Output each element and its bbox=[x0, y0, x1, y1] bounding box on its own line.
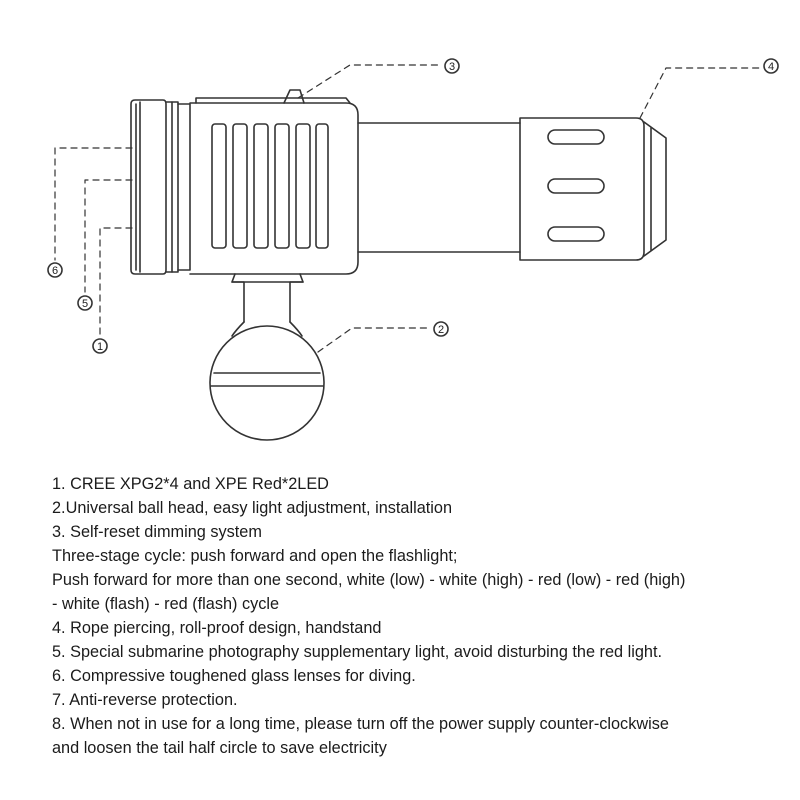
head-body bbox=[189, 89, 359, 275]
feature-line: and loosen the tail half circle to save … bbox=[52, 739, 387, 757]
feature-line: 5. Special submarine photography supplem… bbox=[52, 643, 663, 661]
feature-line: Push forward for more than one second, w… bbox=[52, 571, 686, 589]
feature-line: 4. Rope piercing, roll-proof design, han… bbox=[52, 619, 382, 637]
flashlight-diagram: 3 4 2 6 5 1 bbox=[47, 58, 779, 441]
feature-line: Three-stage cycle: push forward and open… bbox=[52, 547, 458, 565]
feature-line: 2.Universal ball head, easy light adjust… bbox=[52, 499, 453, 517]
callout-circle-6 bbox=[47, 262, 63, 278]
callout-label-4: 4 bbox=[768, 61, 774, 73]
ball-mount bbox=[209, 273, 325, 441]
leader-lines bbox=[54, 64, 761, 353]
feature-line: 3. Self-reset dimming system bbox=[52, 523, 262, 541]
feature-line: 6. Compressive toughened glass lenses fo… bbox=[52, 667, 416, 685]
callout-circle-4 bbox=[763, 58, 779, 74]
callout-circle-3 bbox=[444, 58, 460, 74]
feature-list: 1. CREE XPG2*4 and XPE Red*2LED 2.Univer… bbox=[52, 472, 792, 760]
feature-line: 1. CREE XPG2*4 and XPE Red*2LED bbox=[52, 475, 329, 493]
battery-tube bbox=[357, 122, 521, 253]
leader-5 bbox=[84, 179, 133, 293]
feature-line: 7. Anti-reverse protection. bbox=[52, 691, 238, 709]
callout-label-5: 5 bbox=[82, 298, 88, 310]
callout-label-6: 6 bbox=[52, 265, 58, 277]
callout-circle-2 bbox=[433, 321, 449, 337]
leader-2 bbox=[317, 327, 431, 353]
leader-3 bbox=[297, 64, 441, 99]
callout-circle-5 bbox=[77, 295, 93, 311]
lens-rings bbox=[130, 99, 191, 275]
callout-label-2: 2 bbox=[438, 324, 444, 336]
feature-line: 8. When not in use for a long time, plea… bbox=[52, 715, 669, 733]
feature-line: - white (flash) - red (flash) cycle bbox=[52, 595, 280, 613]
callout-label-1: 1 bbox=[97, 341, 103, 353]
leader-1 bbox=[99, 227, 133, 337]
tail-cap bbox=[519, 117, 667, 261]
leader-4 bbox=[639, 67, 761, 119]
callout-label-3: 3 bbox=[449, 61, 455, 73]
callout-circle-1 bbox=[92, 338, 108, 354]
leader-6 bbox=[54, 147, 133, 261]
